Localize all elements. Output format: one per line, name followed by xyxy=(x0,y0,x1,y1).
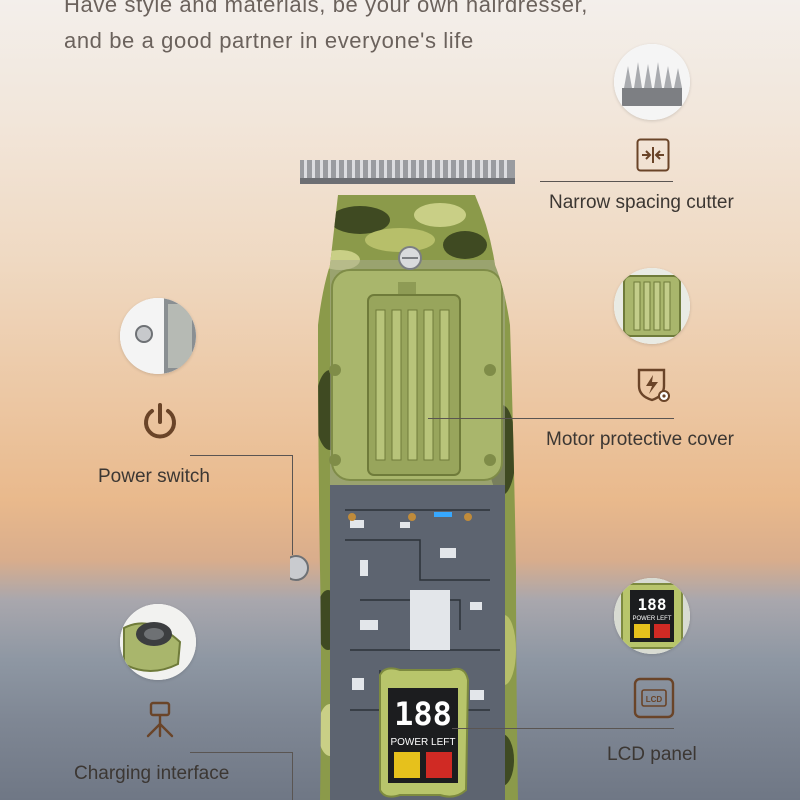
lcd-icon-text: LCD xyxy=(646,695,663,704)
motor-label: Motor protective cover xyxy=(546,429,734,450)
power-label: Power switch xyxy=(98,466,210,487)
lcd-leader-line xyxy=(452,728,674,729)
headline-line-2: and be a good partner in everyone's life xyxy=(64,28,474,53)
lcd-caption: POWER LEFT xyxy=(390,737,455,748)
charging-label: Charging interface xyxy=(74,763,230,784)
narrow-arrows-icon xyxy=(636,138,670,172)
charging-leader-drop xyxy=(292,752,293,800)
power-leader-line xyxy=(190,455,293,456)
charging-plug-icon xyxy=(140,700,180,740)
svg-text:POWER LEFT: POWER LEFT xyxy=(632,616,671,622)
hair-clipper-illustration: 188 POWER LEFT xyxy=(290,160,518,800)
motor-cover-thumbnail xyxy=(614,268,690,344)
lcd-digits: 188 xyxy=(394,695,452,733)
lcd-panel: 188 POWER LEFT xyxy=(379,667,470,798)
charging-leader-line xyxy=(190,752,293,753)
lcd-icon: LCD xyxy=(632,676,676,720)
shield-bolt-icon xyxy=(634,366,672,404)
cutter-thumbnail xyxy=(614,44,690,120)
power-switch-thumbnail xyxy=(120,298,196,374)
lcd-thumbnail: 188 POWER LEFT xyxy=(614,578,690,654)
lcd-label: LCD panel xyxy=(607,744,697,765)
cutter-blade xyxy=(300,160,515,184)
motor-leader-line xyxy=(428,418,674,419)
headline-line-1: Have style and materials, be your own ha… xyxy=(64,0,589,17)
charging-thumbnail xyxy=(120,604,196,680)
cutter-label: Narrow spacing cutter xyxy=(549,192,734,213)
power-icon xyxy=(138,400,182,444)
svg-text:188: 188 xyxy=(638,595,667,614)
power-leader-drop xyxy=(292,455,293,555)
cutter-leader-line xyxy=(540,181,673,182)
